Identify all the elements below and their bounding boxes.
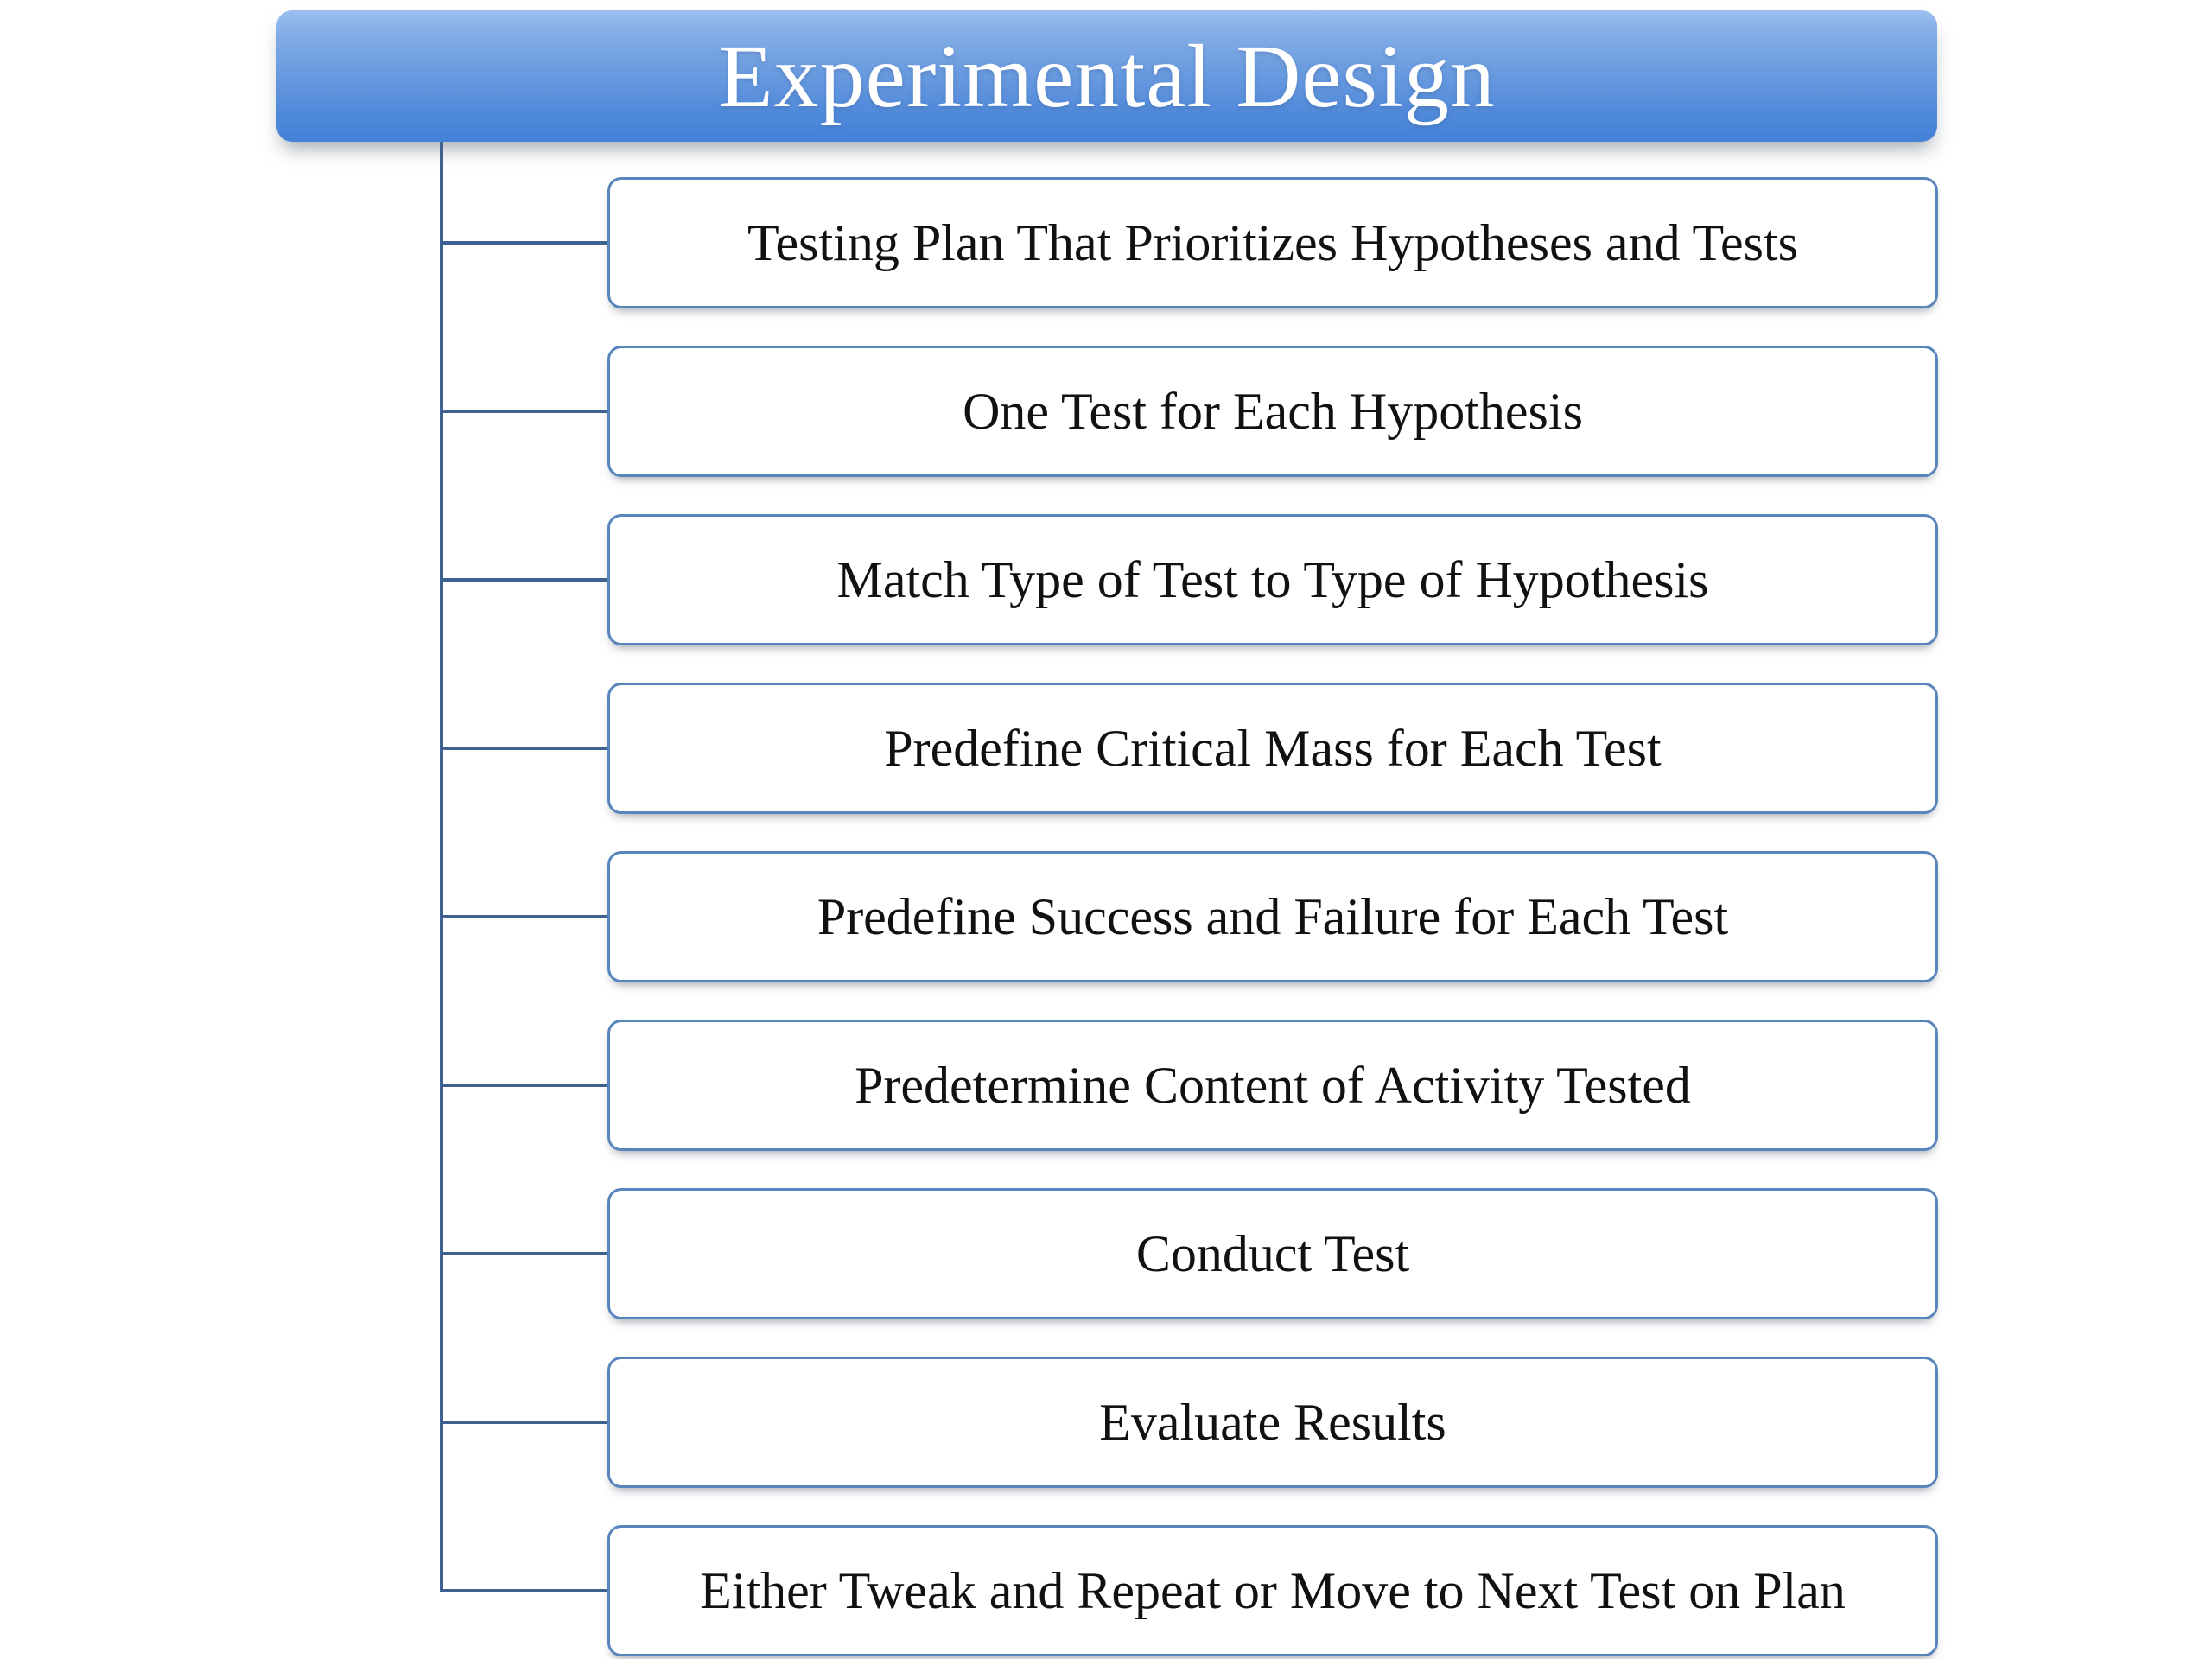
- diagram-row: Match Type of Test to Type of Hypothesis: [440, 514, 1938, 645]
- connector-line: [440, 241, 609, 245]
- connector-line: [440, 1252, 609, 1255]
- connector-line: [440, 410, 609, 413]
- process-step-label: Predefine Success and Failure for Each T…: [817, 887, 1729, 945]
- connector-line: [440, 1084, 609, 1087]
- process-step-box: Conduct Test: [607, 1188, 1938, 1319]
- diagram-row: Evaluate Results: [440, 1357, 1938, 1488]
- diagram-row: Either Tweak and Repeat or Move to Next …: [440, 1525, 1938, 1656]
- connector-line: [440, 915, 609, 918]
- diagram-title: Experimental Design: [718, 26, 1496, 126]
- diagram-row: Predefine Critical Mass for Each Test: [440, 683, 1938, 814]
- process-step-box: Predefine Success and Failure for Each T…: [607, 851, 1938, 982]
- connector-line: [440, 578, 609, 582]
- process-step-label: Testing Plan That Prioritizes Hypotheses…: [747, 213, 1798, 271]
- connector-line: [440, 1421, 609, 1424]
- diagram-row: One Test for Each Hypothesis: [440, 346, 1938, 477]
- process-step-box: Evaluate Results: [607, 1357, 1938, 1488]
- process-step-box: Either Tweak and Repeat or Move to Next …: [607, 1525, 1938, 1656]
- connector-line: [440, 747, 609, 750]
- process-step-label: Match Type of Test to Type of Hypothesis: [836, 550, 1709, 608]
- tree-trunk-line: [440, 142, 443, 1592]
- process-step-box: One Test for Each Hypothesis: [607, 346, 1938, 477]
- process-step-label: One Test for Each Hypothesis: [963, 382, 1583, 440]
- process-step-label: Conduct Test: [1135, 1224, 1410, 1282]
- diagram-row: Predetermine Content of Activity Tested: [440, 1020, 1938, 1151]
- process-step-label: Predefine Critical Mass for Each Test: [884, 719, 1662, 777]
- process-step-box: Testing Plan That Prioritizes Hypotheses…: [607, 177, 1938, 308]
- process-step-label: Predetermine Content of Activity Tested: [855, 1056, 1691, 1114]
- diagram-title-banner: Experimental Design: [276, 10, 1937, 142]
- process-step-label: Either Tweak and Repeat or Move to Next …: [700, 1561, 1846, 1619]
- diagram-row: Conduct Test: [440, 1188, 1938, 1319]
- process-step-box: Predefine Critical Mass for Each Test: [607, 683, 1938, 814]
- diagram-row: Testing Plan That Prioritizes Hypotheses…: [440, 177, 1938, 308]
- process-step-box: Predetermine Content of Activity Tested: [607, 1020, 1938, 1151]
- connector-line: [440, 1589, 609, 1592]
- diagram-row: Predefine Success and Failure for Each T…: [440, 851, 1938, 982]
- process-step-box: Match Type of Test to Type of Hypothesis: [607, 514, 1938, 645]
- process-step-label: Evaluate Results: [1099, 1393, 1446, 1451]
